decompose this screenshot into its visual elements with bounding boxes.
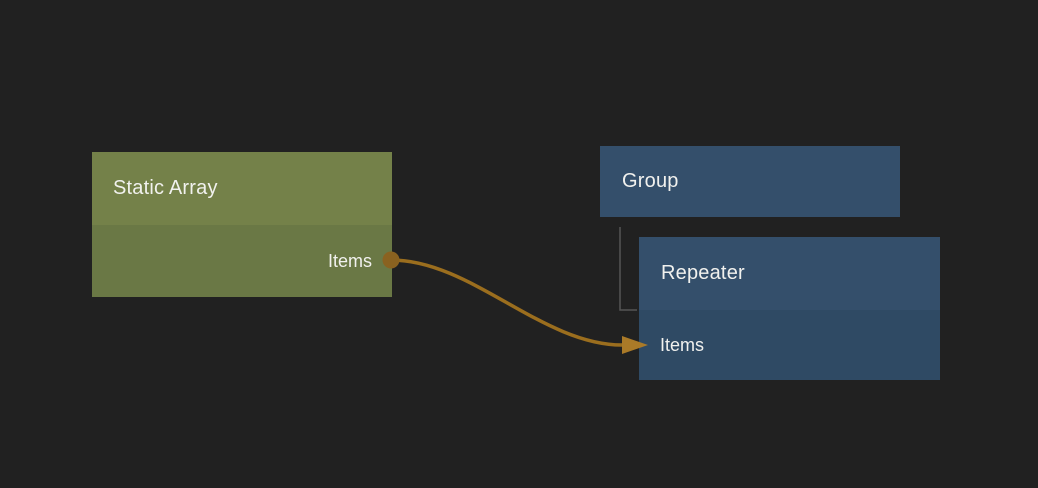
port-label: Items xyxy=(327,250,372,271)
node-group-header[interactable]: Group xyxy=(600,146,900,217)
node-static-array[interactable]: Static Array Items xyxy=(92,152,392,297)
node-repeater-body: Items xyxy=(639,310,940,380)
port-label: Items xyxy=(660,334,705,355)
wire[interactable] xyxy=(389,258,624,347)
node-title: Group xyxy=(622,170,679,192)
node-static-array-header[interactable]: Static Array xyxy=(92,152,392,225)
node-title: Repeater xyxy=(661,262,745,284)
node-group[interactable]: Group xyxy=(600,146,900,217)
node-repeater[interactable]: Repeater Items xyxy=(639,237,940,380)
port-items-output[interactable]: Items xyxy=(92,251,392,272)
node-repeater-header[interactable]: Repeater xyxy=(639,237,940,310)
node-title: Static Array xyxy=(113,177,218,199)
hierarchy-connector xyxy=(619,227,637,311)
port-items-input[interactable]: Items xyxy=(639,335,940,356)
node-static-array-body: Items xyxy=(92,225,392,297)
